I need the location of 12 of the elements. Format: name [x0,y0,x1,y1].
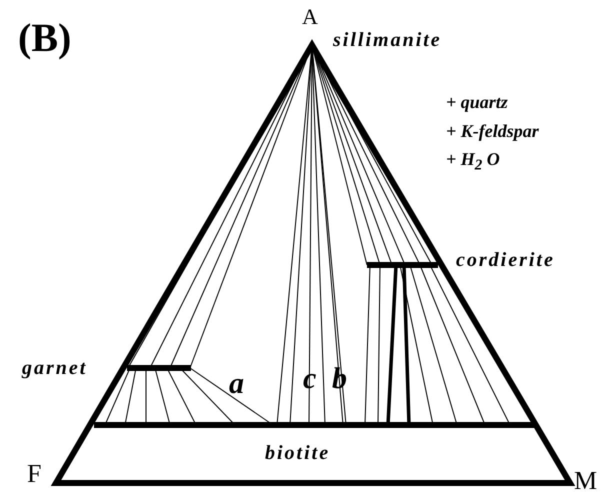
vertex-label: F [27,461,42,487]
mineral-label: garnet [22,358,88,378]
field-letter: a [229,369,244,399]
assemblage-note: + K-feldspar [446,122,539,140]
panel-label: (B) [18,18,72,58]
mineral-label: cordierite [456,250,555,270]
assemblage-note: + H$_{2}$ O [446,150,500,174]
mineral-label: biotite [265,443,330,463]
mineral-label: sillimanite [333,30,442,50]
assemblage-note: + quartz [446,93,508,111]
vertex-label: A [302,6,318,28]
vertex-label: M [574,468,598,494]
